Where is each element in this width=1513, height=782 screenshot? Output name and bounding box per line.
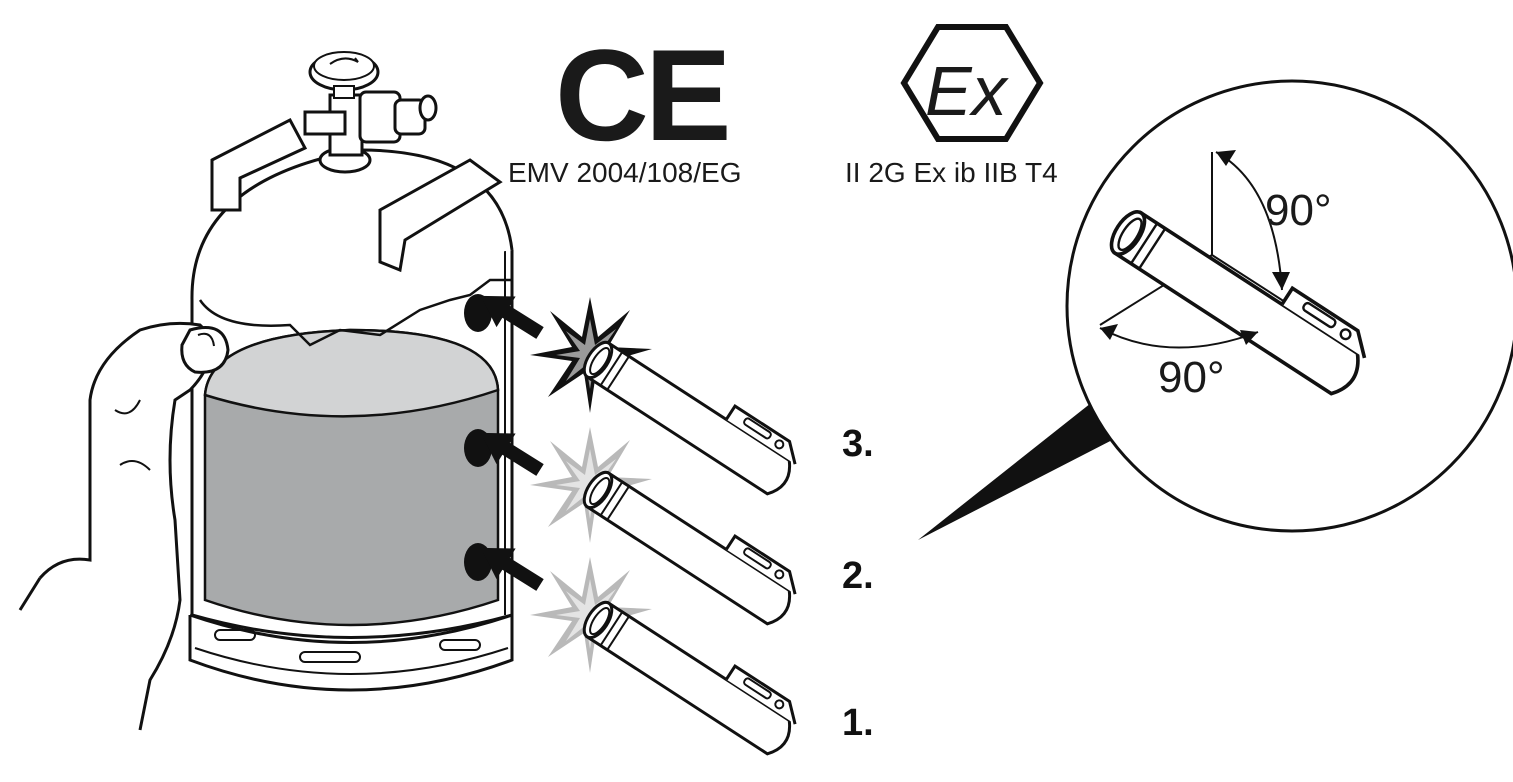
detail-pointer — [918, 388, 1120, 540]
detail-view: 90° 90° — [918, 79, 1513, 540]
angle-label-top: 90° — [1265, 186, 1332, 235]
ex-symbol: Ex — [925, 52, 1010, 130]
arrow-2 — [480, 432, 544, 476]
step-label-1: 1. — [842, 702, 874, 744]
angle-label-bottom: 90° — [1158, 353, 1225, 402]
ce-symbol: CE — [555, 22, 728, 168]
gas-cylinder — [188, 51, 514, 692]
ce-directive-label: EMV 2004/108/EG — [508, 157, 741, 188]
arrows — [480, 295, 544, 591]
ex-classification-label: II 2G Ex ib IIB T4 — [845, 157, 1058, 188]
ex-hexagon — [900, 24, 1044, 142]
arrow-3 — [480, 295, 544, 339]
ce-mark: CE EMV 2004/108/EG — [508, 22, 741, 188]
hand — [18, 321, 230, 731]
step-label-3: 3. — [842, 423, 874, 465]
arrow-1 — [480, 547, 544, 591]
step-label-2: 2. — [842, 555, 874, 597]
ex-mark: Ex II 2G Ex ib IIB T4 — [845, 24, 1058, 188]
probe-3 — [577, 322, 807, 501]
